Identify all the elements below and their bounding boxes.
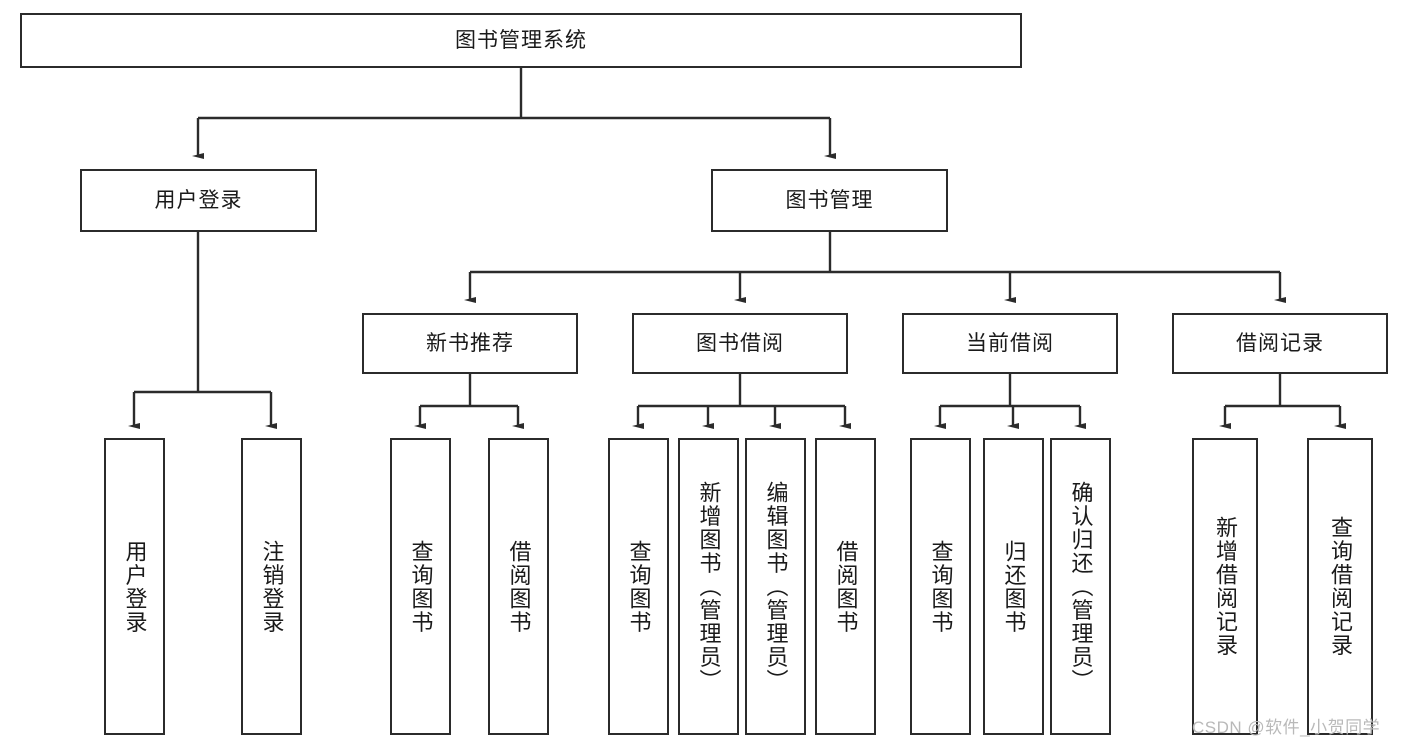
node-label: 用户登录 [154, 188, 243, 212]
node-root-book-management-system[interactable]: 图书管理系统 [20, 13, 1022, 68]
node-label: 图书管理系统 [455, 28, 587, 52]
node-label: 查询借阅记录 [1327, 516, 1353, 657]
leaf-confirm-return[interactable]: 确认归还（管理员） [1050, 438, 1111, 735]
node-new-book-recommend[interactable]: 新书推荐 [362, 313, 578, 374]
node-label: 编辑图书（管理员） [763, 480, 789, 693]
node-label: 借阅图书 [506, 539, 532, 634]
leaf-query-book-1[interactable]: 查询图书 [390, 438, 451, 735]
node-label: 确认归还（管理员） [1068, 480, 1094, 693]
node-user-login[interactable]: 用户登录 [80, 169, 317, 232]
node-borrow-record[interactable]: 借阅记录 [1172, 313, 1388, 374]
leaf-return-book[interactable]: 归还图书 [983, 438, 1044, 735]
node-label: 新增图书（管理员） [696, 480, 722, 693]
leaf-user-login[interactable]: 用户登录 [104, 438, 165, 735]
leaf-borrow-book-2[interactable]: 借阅图书 [815, 438, 876, 735]
leaf-query-record[interactable]: 查询借阅记录 [1307, 438, 1373, 735]
leaf-query-book-3[interactable]: 查询图书 [910, 438, 971, 735]
leaf-query-book-2[interactable]: 查询图书 [608, 438, 669, 735]
leaf-edit-book[interactable]: 编辑图书（管理员） [745, 438, 806, 735]
leaf-logout-login[interactable]: 注销登录 [241, 438, 302, 735]
node-label: 查询图书 [408, 539, 434, 634]
node-label: 借阅图书 [833, 539, 859, 634]
node-label: 查询图书 [626, 539, 652, 634]
node-current-borrow[interactable]: 当前借阅 [902, 313, 1118, 374]
node-label: 用户登录 [122, 539, 148, 634]
node-label: 查询图书 [928, 539, 954, 634]
csdn-watermark: CSDN @软件_小贺同学 [1192, 713, 1380, 738]
leaf-borrow-book-1[interactable]: 借阅图书 [488, 438, 549, 735]
node-label: 借阅记录 [1236, 331, 1324, 355]
node-label: 新增借阅记录 [1212, 516, 1238, 657]
node-book-management[interactable]: 图书管理 [711, 169, 948, 232]
node-book-borrow[interactable]: 图书借阅 [632, 313, 848, 374]
node-label: 归还图书 [1001, 539, 1027, 634]
node-label: 当前借阅 [966, 331, 1054, 355]
leaf-add-book[interactable]: 新增图书（管理员） [678, 438, 739, 735]
watermark-text: CSDN @软件_小贺同学 [1192, 718, 1381, 737]
node-label: 注销登录 [259, 539, 285, 634]
node-label: 新书推荐 [426, 331, 514, 355]
node-label: 图书借阅 [696, 331, 784, 355]
leaf-add-record[interactable]: 新增借阅记录 [1192, 438, 1258, 735]
node-label: 图书管理 [785, 188, 874, 212]
